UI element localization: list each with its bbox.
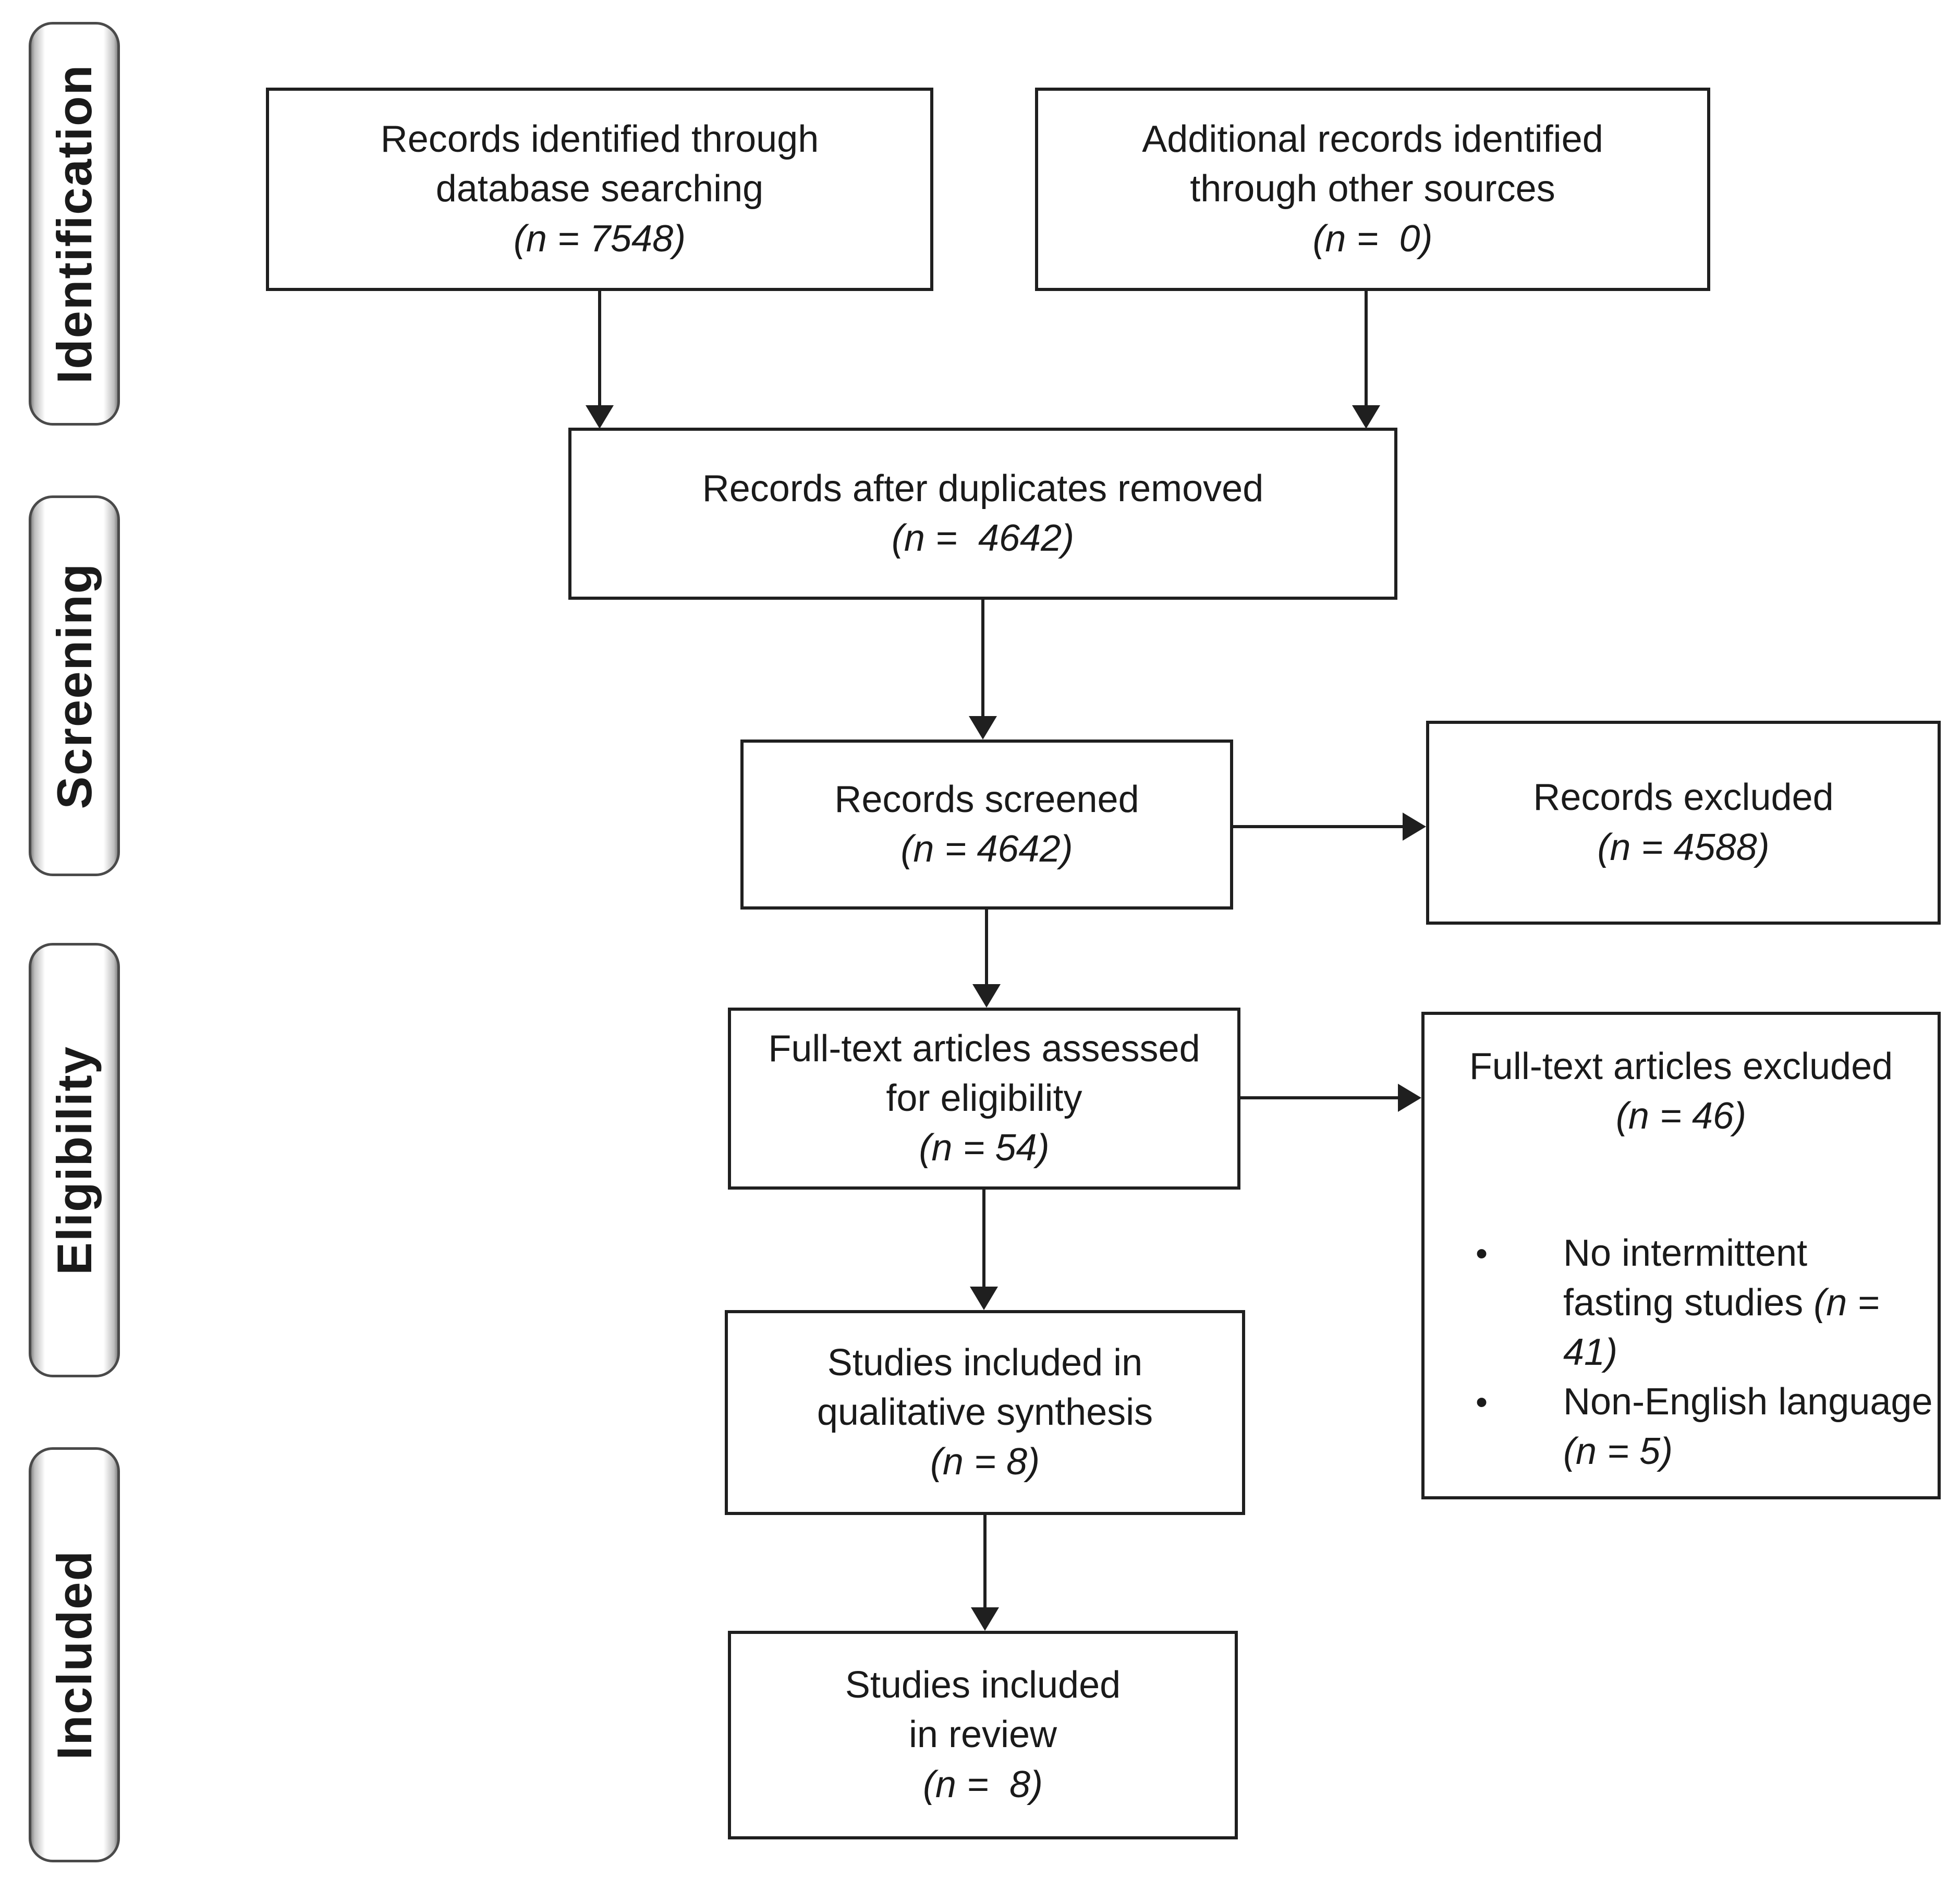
connector-screened-to-excluded	[1233, 825, 1405, 828]
arrowhead-screened-to-fulltext	[972, 984, 1001, 1008]
box-records-identified: Records identified through database sear…	[266, 88, 933, 291]
reason-2-count: (n = 5)	[1563, 1431, 1673, 1473]
arrowhead-screened-to-excluded	[1403, 813, 1426, 841]
arrowhead-qualitative-to-review	[971, 1607, 999, 1631]
arrowhead-additional-to-dedup	[1352, 405, 1380, 429]
box-records-identified-count: (n = 7548)	[513, 217, 686, 260]
box-fulltext-assessed-line1: Full-text articles assessed	[768, 1027, 1200, 1070]
connector-dedup-to-screened	[981, 600, 984, 719]
box-records-screened-line1: Records screened	[834, 778, 1139, 820]
box-qualitative-synthesis-line2: qualitative synthesis	[817, 1391, 1153, 1433]
reason-non-english: Non-English language (n = 5)	[1563, 1377, 1933, 1476]
box-records-screened: Records screened (n = 4642)	[740, 740, 1233, 910]
box-duplicates-removed-line1: Records after duplicates removed	[702, 467, 1264, 510]
stage-included: Included	[29, 1447, 120, 1862]
stage-eligibility: Eligibility	[29, 943, 120, 1377]
connector-identified-to-dedup	[598, 291, 601, 408]
box-fulltext-excluded: Full-text articles excluded (n = 46) • N…	[1421, 1012, 1941, 1499]
box-duplicates-removed: Records after duplicates removed (n = 46…	[568, 428, 1397, 600]
box-qualitative-synthesis: Studies included in qualitative synthesi…	[725, 1310, 1245, 1515]
arrowhead-fulltext-to-excluded	[1398, 1084, 1421, 1112]
box-qualitative-synthesis-line1: Studies included in	[827, 1341, 1143, 1384]
reason-1-line1: No intermittent	[1563, 1232, 1808, 1275]
box-records-identified-line2: database searching	[435, 168, 764, 210]
fulltext-excluded-reason-list: • No intermittent fasting studies (n = 4…	[1425, 1229, 1938, 1476]
reason-no-intermittent-fasting: No intermittent fasting studies (n = 41)	[1563, 1229, 1938, 1377]
box-included-review-line1: Studies included	[845, 1664, 1121, 1706]
box-duplicates-removed-count: (n = 4642)	[891, 517, 1075, 559]
bullet-icon: •	[1476, 1234, 1488, 1273]
box-records-excluded-count: (n = 4588)	[1597, 826, 1770, 868]
box-additional-records: Additional records identified through ot…	[1035, 88, 1710, 291]
bullet-icon: •	[1476, 1383, 1488, 1422]
stage-included-label: Included	[46, 1549, 102, 1760]
box-fulltext-excluded-line1: Full-text articles excluded	[1469, 1046, 1893, 1087]
connector-qualitative-to-review	[983, 1515, 987, 1610]
box-included-review-line2: in review	[908, 1714, 1057, 1756]
box-additional-records-count: (n = 0)	[1312, 217, 1433, 260]
box-included-review: Studies included in review (n = 8)	[728, 1631, 1238, 1839]
stage-eligibility-label: Eligibility	[46, 1045, 102, 1275]
box-records-excluded: Records excluded (n = 4588)	[1426, 721, 1941, 925]
stage-identification: Identification	[29, 22, 120, 426]
box-fulltext-assessed-line2: for eligibility	[886, 1077, 1082, 1119]
arrowhead-identified-to-dedup	[586, 405, 614, 429]
stage-identification-label: Identification	[46, 64, 102, 384]
reason-1-line2-text: fasting studies	[1563, 1282, 1804, 1324]
connector-screened-to-fulltext	[985, 910, 988, 987]
stage-screening-label: Screening	[46, 562, 102, 809]
reason-2-line1: Non-English language	[1563, 1381, 1933, 1423]
connector-fulltext-to-excluded	[1240, 1096, 1401, 1099]
connector-additional-to-dedup	[1365, 291, 1368, 408]
box-fulltext-assessed: Full-text articles assessed for eligibil…	[728, 1008, 1240, 1190]
box-included-review-count: (n = 8)	[922, 1763, 1043, 1806]
connector-fulltext-to-qualitative	[982, 1190, 985, 1289]
box-records-screened-count: (n = 4642)	[900, 828, 1073, 870]
arrowhead-dedup-to-screened	[969, 716, 997, 740]
box-additional-records-line2: through other sources	[1190, 168, 1555, 210]
box-additional-records-line1: Additional records identified	[1142, 118, 1603, 161]
box-records-identified-line1: Records identified through	[380, 118, 819, 161]
reason-1-line2: fasting studies (n = 41)	[1563, 1278, 1938, 1377]
list-item: • Non-English language (n = 5)	[1476, 1377, 1938, 1476]
box-qualitative-synthesis-count: (n = 8)	[930, 1441, 1040, 1483]
box-records-excluded-line1: Records excluded	[1533, 777, 1834, 819]
reason-1-count: (n = 41)	[1563, 1282, 1880, 1374]
box-fulltext-excluded-count: (n = 46)	[1615, 1095, 1747, 1137]
stage-screening: Screening	[29, 495, 120, 876]
box-fulltext-assessed-count: (n = 54)	[919, 1127, 1050, 1169]
arrowhead-fulltext-to-qualitative	[970, 1287, 998, 1310]
list-item: • No intermittent fasting studies (n = 4…	[1476, 1229, 1938, 1377]
